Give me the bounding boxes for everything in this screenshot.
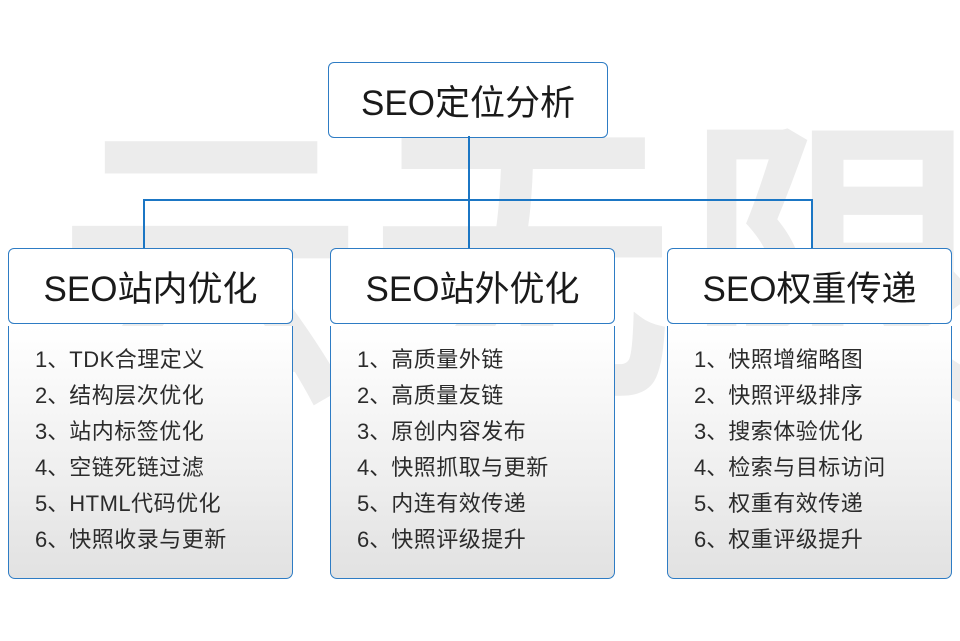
item-label: 高质量友链 [391, 383, 504, 408]
root-node[interactable]: SEO定位分析 [328, 62, 608, 138]
connector-root-stem [468, 136, 470, 201]
list-item: 6、 快照收录与更新 [35, 522, 292, 558]
list-item: 5、 权重有效传递 [694, 486, 951, 522]
item-index: 1、 [694, 347, 729, 372]
branch-body-3: 1、 快照增缩略图 2、 快照评级排序 3、 搜索体验优化 4、 检索与目标访问… [667, 326, 952, 579]
branch-card-3[interactable]: SEO权重传递 1、 快照增缩略图 2、 快照评级排序 3、 搜索体验优化 4、 [667, 248, 952, 579]
item-label: 快照增缩略图 [728, 347, 864, 372]
item-index: 2、 [694, 383, 729, 408]
item-index: 4、 [35, 455, 70, 480]
connector-drop-branch-3 [811, 199, 813, 249]
item-label: 空链死链过滤 [69, 455, 205, 480]
item-index: 3、 [357, 419, 392, 444]
item-label: 搜索体验优化 [728, 419, 864, 444]
item-index: 5、 [694, 491, 729, 516]
connector-horizontal-bus [143, 199, 813, 201]
item-label: HTML代码优化 [69, 491, 222, 516]
branch-item-list-3: 1、 快照增缩略图 2、 快照评级排序 3、 搜索体验优化 4、 检索与目标访问… [668, 342, 951, 558]
branch-header-3[interactable]: SEO权重传递 [667, 248, 952, 324]
list-item: 2、 快照评级排序 [694, 378, 951, 414]
branch-item-list-2: 1、 高质量外链 2、 高质量友链 3、 原创内容发布 4、 快照抓取与更新 5… [331, 342, 614, 558]
branch-card-1[interactable]: SEO站内优化 1、 TDK合理定义 2、 结构层次优化 3、 站内标签优化 4… [8, 248, 293, 579]
list-item: 4、 快照抓取与更新 [357, 450, 614, 486]
list-item: 2、 高质量友链 [357, 378, 614, 414]
item-index: 3、 [35, 419, 70, 444]
branch-header-2[interactable]: SEO站外优化 [330, 248, 615, 324]
list-item: 4、 检索与目标访问 [694, 450, 951, 486]
list-item: 6、 权重评级提升 [694, 522, 951, 558]
item-index: 1、 [357, 347, 392, 372]
item-label: 站内标签优化 [69, 419, 205, 444]
branch-title-1: SEO站内优化 [43, 269, 258, 309]
item-index: 4、 [357, 455, 392, 480]
branch-title-2: SEO站外优化 [365, 269, 580, 309]
list-item: 1、 快照增缩略图 [694, 342, 951, 378]
list-item: 1、 TDK合理定义 [35, 342, 292, 378]
item-label: 快照评级排序 [728, 383, 864, 408]
item-index: 4、 [694, 455, 729, 480]
item-label: 快照抓取与更新 [391, 455, 549, 480]
list-item: 2、 结构层次优化 [35, 378, 292, 414]
list-item: 6、 快照评级提升 [357, 522, 614, 558]
item-label: 内连有效传递 [391, 491, 527, 516]
item-label: 权重有效传递 [728, 491, 864, 516]
item-label: 高质量外链 [391, 347, 504, 372]
item-index: 6、 [694, 527, 729, 552]
item-label: TDK合理定义 [69, 347, 205, 372]
list-item: 3、 搜索体验优化 [694, 414, 951, 450]
connector-drop-branch-2 [468, 199, 470, 249]
list-item: 3、 原创内容发布 [357, 414, 614, 450]
branch-card-2[interactable]: SEO站外优化 1、 高质量外链 2、 高质量友链 3、 原创内容发布 4、 快 [330, 248, 615, 579]
item-index: 5、 [357, 491, 392, 516]
item-index: 6、 [35, 527, 70, 552]
branch-body-2: 1、 高质量外链 2、 高质量友链 3、 原创内容发布 4、 快照抓取与更新 5… [330, 326, 615, 579]
item-index: 3、 [694, 419, 729, 444]
root-node-box[interactable]: SEO定位分析 [328, 62, 608, 138]
list-item: 4、 空链死链过滤 [35, 450, 292, 486]
item-index: 2、 [357, 383, 392, 408]
item-index: 1、 [35, 347, 70, 372]
list-item: 5、 内连有效传递 [357, 486, 614, 522]
item-label: 快照收录与更新 [69, 527, 227, 552]
branch-header-1[interactable]: SEO站内优化 [8, 248, 293, 324]
branch-item-list-1: 1、 TDK合理定义 2、 结构层次优化 3、 站内标签优化 4、 空链死链过滤… [9, 342, 292, 558]
list-item: 1、 高质量外链 [357, 342, 614, 378]
item-label: 原创内容发布 [391, 419, 527, 444]
root-node-title: SEO定位分析 [361, 83, 575, 123]
item-label: 结构层次优化 [69, 383, 205, 408]
item-index: 6、 [357, 527, 392, 552]
list-item: 5、 HTML代码优化 [35, 486, 292, 522]
connector-drop-branch-1 [143, 199, 145, 249]
branch-title-3: SEO权重传递 [702, 269, 917, 309]
list-item: 3、 站内标签优化 [35, 414, 292, 450]
branch-body-1: 1、 TDK合理定义 2、 结构层次优化 3、 站内标签优化 4、 空链死链过滤… [8, 326, 293, 579]
item-label: 快照评级提升 [391, 527, 527, 552]
item-label: 检索与目标访问 [728, 455, 886, 480]
item-label: 权重评级提升 [728, 527, 864, 552]
item-index: 2、 [35, 383, 70, 408]
item-index: 5、 [35, 491, 70, 516]
